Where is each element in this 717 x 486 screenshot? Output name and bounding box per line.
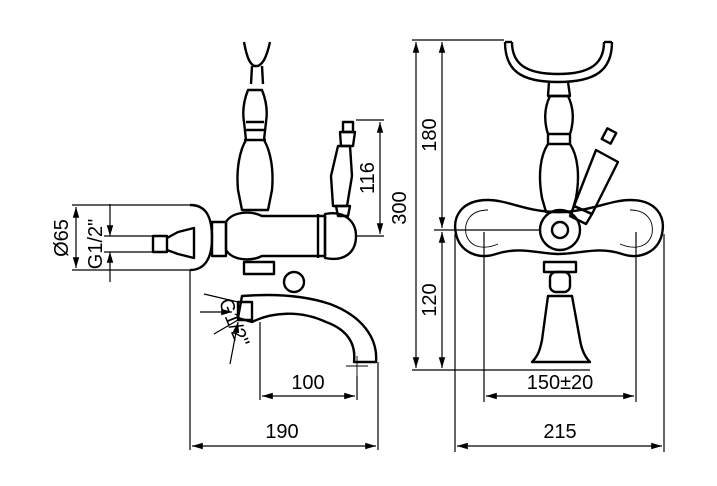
lever-handle <box>329 144 354 208</box>
dim-body-diameter: Ø65 <box>51 219 73 257</box>
dim-front-height-lower: 120 <box>419 283 441 316</box>
dim-front-height-upper: 180 <box>419 118 441 151</box>
lower-body <box>242 260 276 276</box>
dim-front-centres: 150±20 <box>527 372 594 394</box>
dim-outlet-thread: G1/2" <box>214 295 253 350</box>
spout <box>236 293 378 364</box>
shower-holder <box>503 41 614 84</box>
mixer-body <box>224 211 327 261</box>
nut <box>210 220 228 258</box>
dim-handle-height: 116 <box>357 162 379 194</box>
front-column <box>538 94 580 214</box>
dim-spout-reach: 100 <box>291 372 324 394</box>
front-view: 300 180 120 150±20 215 <box>389 39 665 452</box>
diverter-knob <box>282 270 306 294</box>
lever-knob <box>341 120 355 134</box>
inlet-pipe <box>166 226 196 260</box>
front-spout <box>530 294 592 364</box>
shower-column <box>242 41 272 85</box>
dim-front-height-total: 300 <box>389 191 411 224</box>
dim-side-width: 190 <box>265 421 298 443</box>
front-lower-body <box>542 260 578 274</box>
dim-front-width: 215 <box>543 421 576 443</box>
front-diverter <box>548 270 572 294</box>
front-lever <box>572 148 620 216</box>
inlet-connector <box>151 234 169 254</box>
outlet-connector <box>236 300 254 322</box>
front-body <box>453 198 665 258</box>
valve-cap <box>323 212 358 261</box>
side-view: 190 100 116 Ø65 G1/2" G1/2" <box>51 41 384 450</box>
dim-inlet-thread: G1/2" <box>85 219 107 269</box>
central-rosette <box>538 208 582 252</box>
